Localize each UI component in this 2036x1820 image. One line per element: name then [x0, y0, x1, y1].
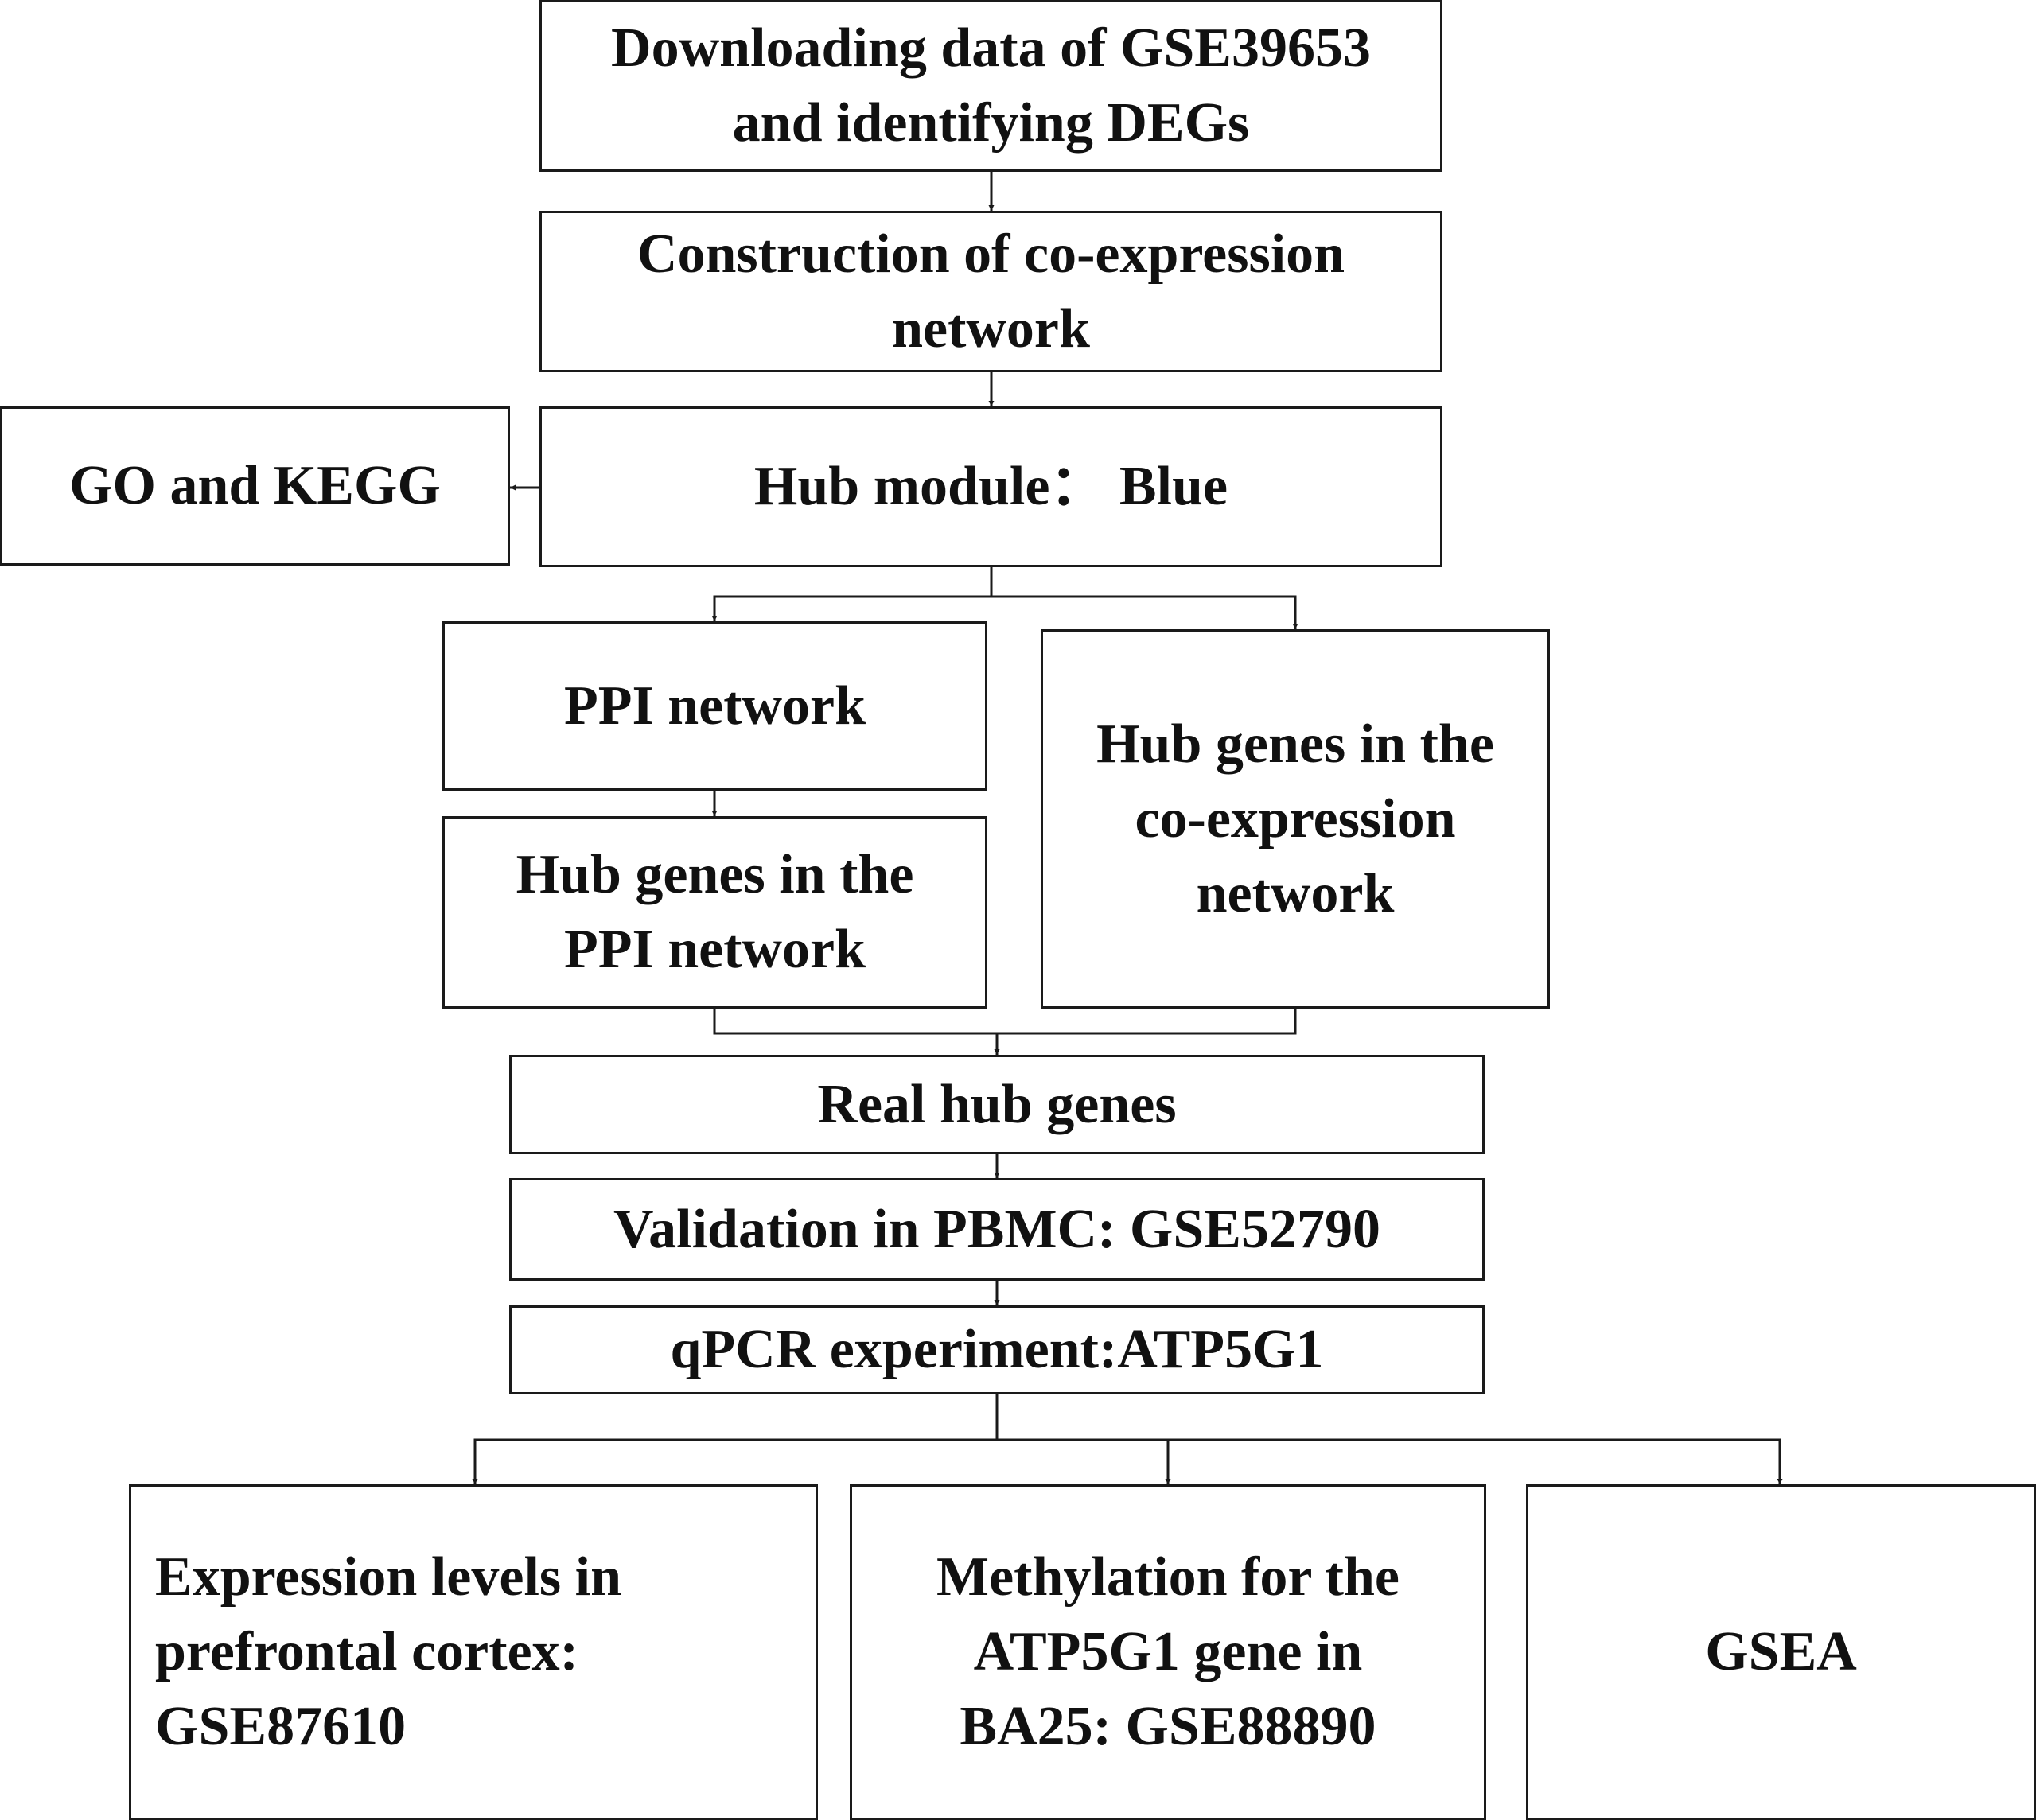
edge-hub-module-to-hub-genes-coexpression	[991, 595, 1298, 629]
node-hub-module: Hub module： Blue	[539, 406, 1442, 567]
node-hub-genes-ppi: Hub genes in the PPI network	[442, 816, 987, 1009]
edge-hub-module-to-ppi	[711, 595, 991, 621]
edge-qpcr-to-expression-pfc	[472, 1438, 997, 1484]
node-hub-genes-coexpression: Hub genes in the co-expression network	[1041, 629, 1550, 1009]
edge-qpcr-to-methylation	[997, 1438, 1171, 1484]
node-coexpression-network: Construction of co-expression network	[539, 211, 1442, 372]
node-real-hub-genes: Real hub genes	[509, 1055, 1485, 1154]
edge-merge-hub-genes	[713, 1009, 1297, 1035]
node-gsea: GSEA	[1526, 1484, 2036, 1820]
node-ppi-network: PPI network	[442, 621, 987, 791]
node-qpcr-experiment: qPCR experiment:ATP5G1	[509, 1305, 1485, 1394]
node-methylation-atp5g1: Methylation for the ATP5G1 gene in BA25:…	[850, 1484, 1486, 1820]
edge-qpcr-to-gsea	[997, 1438, 1783, 1484]
node-expression-prefrontal-cortex: Expression levels in prefrontal cortex: …	[129, 1484, 818, 1820]
node-validation-pbmc: Validation in PBMC: GSE52790	[509, 1178, 1485, 1281]
node-go-kegg: GO and KEGG	[0, 406, 510, 566]
node-download-data: Downloading data of GSE39653 and identif…	[539, 0, 1442, 172]
